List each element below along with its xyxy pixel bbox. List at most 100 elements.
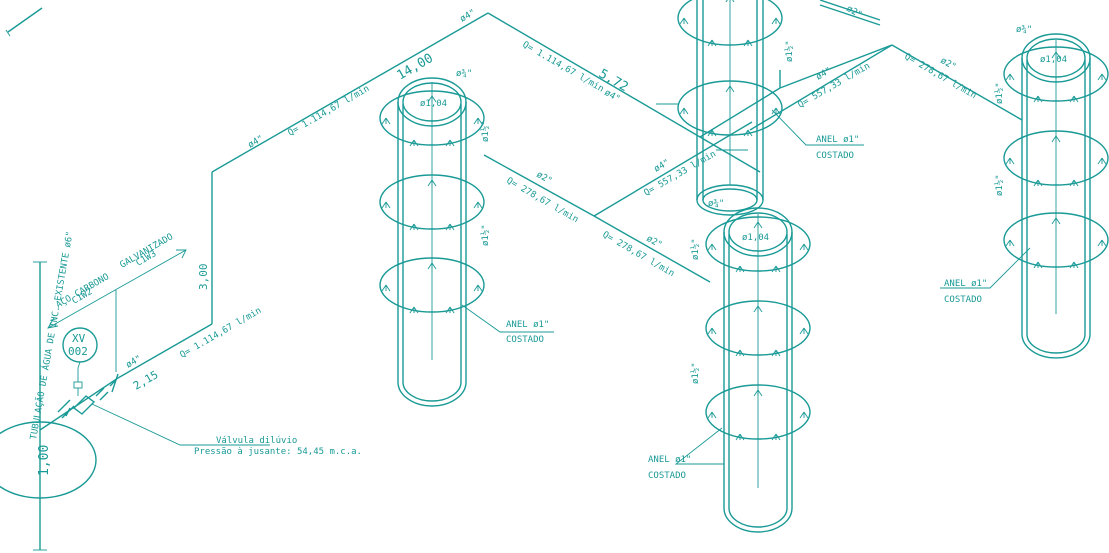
nozzle-mark xyxy=(413,306,419,314)
nozzle-mark xyxy=(413,139,419,147)
nozzle-mark xyxy=(747,39,753,47)
nozzle-mark xyxy=(707,411,713,419)
nozzle-mark xyxy=(1051,217,1057,225)
nozzle-mark xyxy=(1051,135,1057,143)
material-galv: GALVANIZADO xyxy=(119,232,176,270)
nozzle-mark xyxy=(757,221,763,229)
nozzle-mark xyxy=(449,306,455,314)
nozzle-mark xyxy=(1055,51,1061,59)
dim-2-15: 2,15 xyxy=(131,368,160,393)
nozzle-mark xyxy=(735,349,741,357)
nozzle-mark xyxy=(385,117,391,125)
nozzle-mark xyxy=(707,129,713,137)
nozzle-mark xyxy=(732,0,735,3)
nozzle-mark xyxy=(445,223,451,231)
ring-label-right: ANEL ø1" xyxy=(944,279,987,289)
nozzle-mark xyxy=(711,39,717,47)
pipe-dia-2-d: ø2" xyxy=(939,56,958,73)
tank-lower-dia-side-2: ø1½" xyxy=(690,362,701,384)
valve-tag-top: XV xyxy=(72,332,86,345)
nozzle-mark xyxy=(683,107,689,115)
nozzle-mark xyxy=(1051,51,1057,59)
nozzle-mark xyxy=(743,39,749,47)
nozzle-mark xyxy=(679,107,685,115)
nozzle-mark xyxy=(1097,73,1103,81)
nozzle-mark xyxy=(1005,239,1011,247)
nozzle-mark xyxy=(477,117,483,125)
nozzle-mark xyxy=(445,306,451,314)
nozzle-mark xyxy=(427,95,433,103)
nozzle-mark xyxy=(445,139,451,147)
flow-278-a: Q= 278,67 l/min xyxy=(505,176,580,225)
nozzle-mark xyxy=(739,349,745,357)
pipe-dia-34-b: ø¾" xyxy=(708,199,724,209)
nozzle-mark xyxy=(1073,261,1079,269)
nozzle-mark xyxy=(803,243,809,251)
nozzle-mark xyxy=(1005,157,1011,165)
costado-label-left: COSTADO xyxy=(506,335,544,345)
nozzle-mark xyxy=(771,349,777,357)
nozzle-mark xyxy=(1073,179,1079,187)
nozzle-mark xyxy=(1055,217,1061,225)
nozzle-mark xyxy=(775,17,781,25)
nozzle-mark xyxy=(799,411,805,419)
supply-and-valve xyxy=(0,7,270,551)
nozzle-mark xyxy=(775,265,781,273)
deluge-valve-symbol xyxy=(57,368,119,419)
tank-right-dia-side: ø1½" xyxy=(994,82,1005,104)
tank-lower-middle xyxy=(705,207,811,533)
valve-title: Válvula dilúvio xyxy=(216,436,297,446)
nozzle-mark xyxy=(1033,261,1039,269)
dim-1-00: 1,00 xyxy=(37,445,52,476)
nozzle-mark xyxy=(473,117,479,125)
ring-label-lower: ANEL ø1" xyxy=(648,455,691,465)
tank-right-dia-side-2: ø1½" xyxy=(994,174,1005,196)
nozzle-mark xyxy=(771,433,777,441)
nozzle-mark xyxy=(803,327,809,335)
tank-upper-middle xyxy=(677,0,783,216)
nozzle-mark xyxy=(725,0,728,3)
nozzle-mark xyxy=(1069,261,1075,269)
nozzle-mark xyxy=(409,306,415,314)
nozzle-mark xyxy=(431,262,437,270)
pipe-dia-34-a: ø¾" xyxy=(456,69,472,79)
nozzle-mark xyxy=(775,349,781,357)
nozzle-mark xyxy=(711,129,717,137)
nozzle-mark xyxy=(735,433,741,441)
nozzle-mark xyxy=(1033,179,1039,187)
costado-label-right: COSTADO xyxy=(944,295,982,305)
nozzle-mark xyxy=(1037,95,1043,103)
nozzle-mark xyxy=(381,284,387,292)
tank-lower-dia: ø1,04 xyxy=(742,233,769,243)
nozzle-mark xyxy=(1101,157,1107,165)
nozzle-mark xyxy=(739,265,745,273)
valve-tag-bottom: 002 xyxy=(68,345,88,358)
nozzle-mark xyxy=(707,327,713,335)
ring-leaders xyxy=(461,109,1031,465)
pipe-dia-4-c: ø4" xyxy=(459,8,478,25)
valve-pressure: Pressão à jusante: 54,45 m.c.a. xyxy=(194,447,362,457)
pipe-dia-4-b: ø4" xyxy=(247,134,266,151)
tank-lower-dia-side: ø1½" xyxy=(690,238,701,260)
nozzle-mark xyxy=(799,327,805,335)
nozzle-mark xyxy=(477,284,483,292)
nozzle-mark xyxy=(729,85,735,93)
nozzle-mark xyxy=(753,221,759,229)
costado-label-lower: COSTADO xyxy=(648,471,686,481)
nozzle-mark xyxy=(775,107,781,115)
nozzle-mark xyxy=(427,262,433,270)
nozzle-mark xyxy=(799,243,805,251)
nozzle-mark xyxy=(1069,95,1075,103)
nozzle-mark xyxy=(803,411,809,419)
nozzle-mark xyxy=(449,139,455,147)
nozzle-mark xyxy=(739,433,745,441)
pipe-dia-2-b: ø2" xyxy=(645,234,664,251)
flow-278-c: Q= 278,67 l/min xyxy=(903,52,978,101)
flow-278-b: Q= 278,67 l/min xyxy=(601,230,676,279)
dim-3-00: 3,00 xyxy=(197,264,210,291)
tank-left-dia: ø1,04 xyxy=(420,99,447,109)
nozzle-mark xyxy=(679,17,685,25)
nozzle-mark xyxy=(753,389,759,397)
nozzle-mark xyxy=(385,201,391,209)
